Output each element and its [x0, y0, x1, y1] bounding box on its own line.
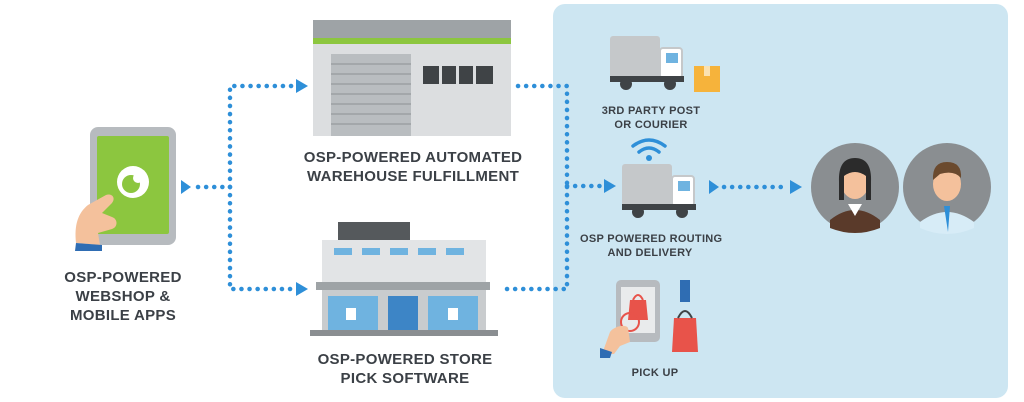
connector-to-warehouse	[227, 83, 295, 190]
courier-label-line1: 3RD PARTY POST	[601, 105, 701, 117]
warehouse-label: OSP-POWERED AUTOMATED WAREHOUSE FULFILLM…	[300, 148, 526, 186]
routing-truck-icon	[622, 164, 696, 218]
pickup-label-line1: PICK UP	[631, 367, 679, 379]
pickup-icon	[600, 280, 698, 358]
arrow-routing-out	[709, 180, 719, 194]
customer-female-avatar	[811, 143, 899, 233]
tablet-icon	[75, 127, 176, 251]
store-label-line1: OSP-POWERED STORE	[317, 351, 493, 368]
warehouse-label-line2: WAREHOUSE FULFILLMENT	[306, 168, 520, 185]
connector-warehouse-out	[515, 83, 570, 189]
routing-label: OSP POWERED ROUTING AND DELIVERY	[580, 232, 723, 260]
webshop-label-line3: MOBILE APPS	[69, 307, 177, 324]
store-label: OSP-POWERED STORE PICK SOFTWARE	[300, 350, 510, 388]
courier-label: 3RD PARTY POST OR COURIER	[586, 104, 716, 132]
courier-label-line2: OR COURIER	[614, 119, 688, 131]
warehouse-icon	[313, 20, 511, 136]
webshop-label-line2: WEBSHOP &	[75, 288, 171, 305]
wifi-signal-icon	[631, 138, 667, 161]
arrow-routing	[604, 179, 616, 193]
arrow-warehouse	[296, 79, 308, 93]
store-label-line2: PICK SOFTWARE	[340, 370, 470, 387]
connector-to-store	[227, 184, 295, 292]
arrow-store	[296, 282, 308, 296]
arrow-tablet	[181, 180, 191, 194]
routing-label-line1: OSP POWERED ROUTING	[580, 233, 723, 245]
connector-store-out	[504, 183, 570, 292]
warehouse-label-line1: OSP-POWERED AUTOMATED	[303, 149, 523, 166]
webshop-label: OSP-POWERED WEBSHOP & MOBILE APPS	[58, 268, 188, 325]
pickup-label: PICK UP	[610, 366, 700, 380]
store-icon	[310, 222, 498, 336]
webshop-label-line1: OSP-POWERED	[64, 269, 182, 286]
routing-label-line2: AND DELIVERY	[607, 247, 693, 259]
arrow-customers	[790, 180, 802, 194]
courier-truck-icon	[610, 36, 720, 92]
customer-male-avatar	[903, 143, 991, 234]
